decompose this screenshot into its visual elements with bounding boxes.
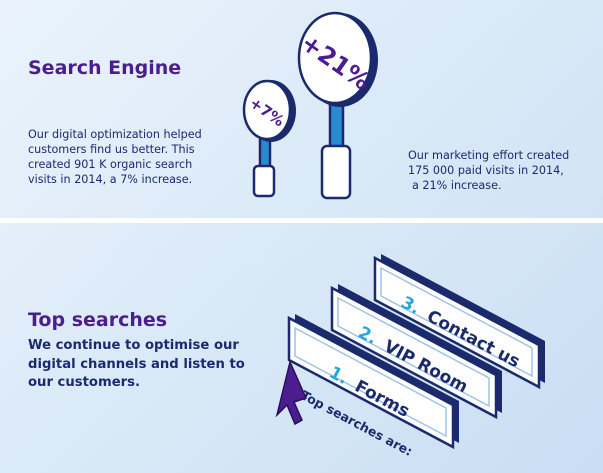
top-searches-description: We continue to optimise our digital chan… — [28, 337, 258, 393]
organic-search-description: Our digital optimization helped customer… — [28, 127, 248, 187]
paid-search-description: Our marketing effort created 175 000 pai… — [408, 148, 598, 193]
section-title-search-engine: Search Engine — [28, 57, 182, 79]
search-card-2: 2. VIP Room — [330, 284, 502, 420]
top-searches-illustration: 3. Contact us 2. VIP Room 1. Forms Top — [275, 254, 545, 459]
lead-line: We continue to optimise our — [28, 338, 239, 353]
organic-line: created 901 K organic search — [28, 158, 193, 171]
paid-line: a 21% increase. — [412, 179, 502, 192]
mouse-cursor-icon — [275, 359, 308, 426]
section-divider — [0, 218, 603, 223]
magnifier-icon: +21% — [296, 11, 378, 200]
organic-line: Our digital optimization helped — [28, 128, 202, 141]
paid-line: Our marketing effort created — [408, 149, 570, 162]
lead-line: digital channels and listen to — [28, 356, 245, 372]
magnifier-icon: +7% — [242, 79, 296, 198]
lead-line: our customers. — [28, 375, 141, 390]
organic-line: customers find us better. This — [28, 143, 195, 156]
organic-line: visits in 2014, a 7% increase. — [28, 173, 193, 186]
paid-line: 175 000 paid visits in 2014, — [408, 164, 564, 177]
section-title-top-searches: Top searches — [28, 309, 168, 331]
